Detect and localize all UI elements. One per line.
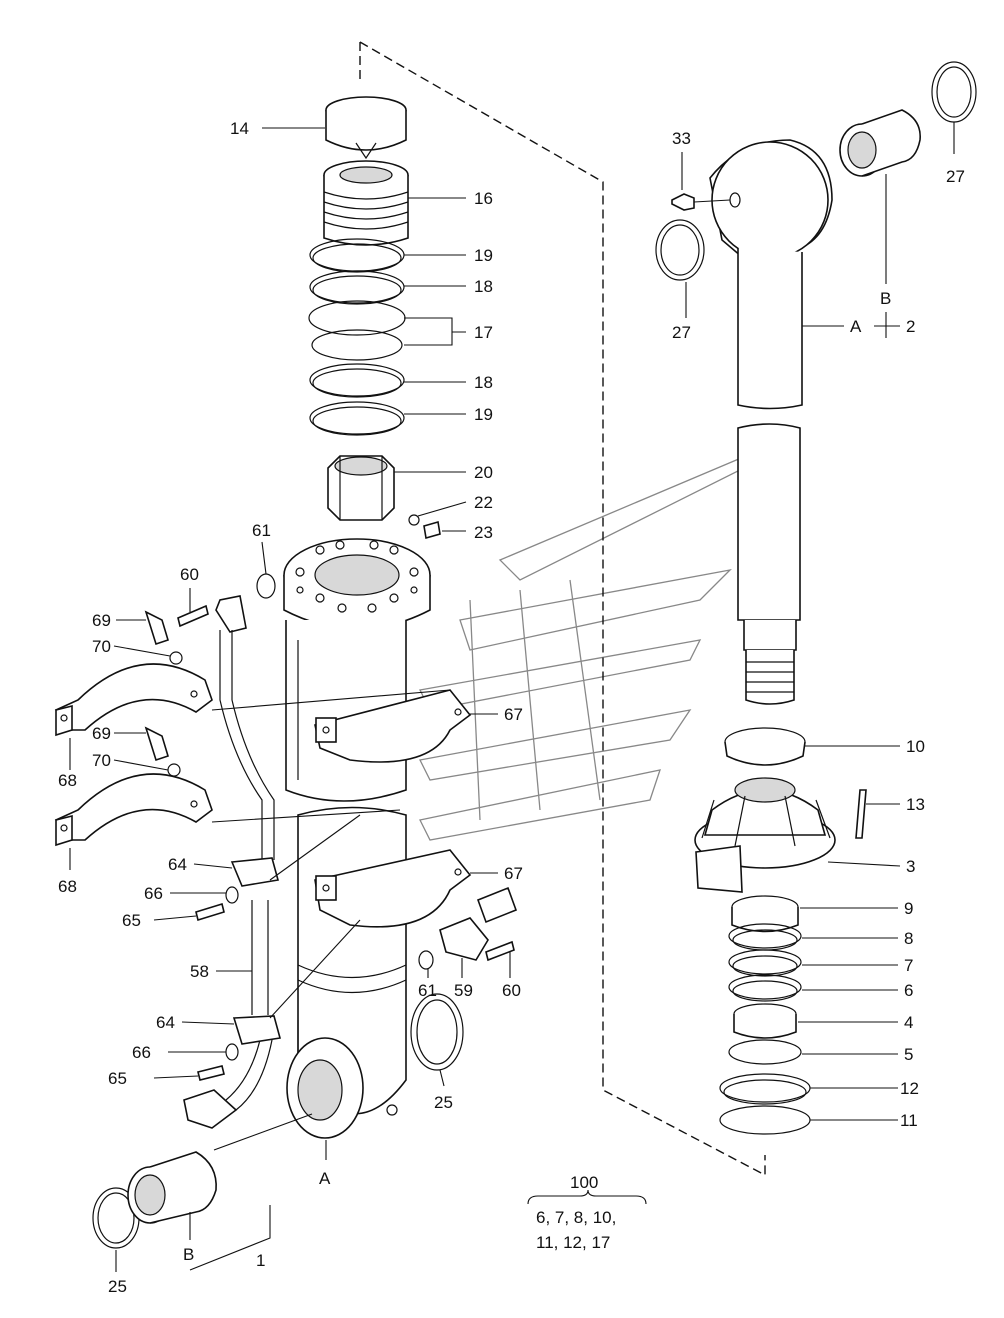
callout-64: 64 bbox=[168, 855, 187, 874]
letter-b-upper: B bbox=[880, 289, 891, 308]
callout-70: 70 bbox=[92, 637, 111, 656]
callout-6: 6 bbox=[904, 981, 913, 1000]
callout-25: 25 bbox=[434, 1093, 453, 1112]
hydraulic-piping bbox=[144, 573, 518, 1129]
bushing-bottom bbox=[127, 1113, 313, 1224]
callout-67: 67 bbox=[504, 864, 523, 883]
callout-69: 69 bbox=[92, 611, 111, 630]
callout-17: 17 bbox=[474, 323, 493, 342]
callout-18: 18 bbox=[474, 277, 493, 296]
callout-19: 19 bbox=[474, 405, 493, 424]
kit-line-1: 6, 7, 8, 10, bbox=[536, 1208, 616, 1227]
piston-rod bbox=[671, 139, 833, 705]
callout-11: 11 bbox=[900, 1111, 918, 1130]
callout-70: 70 bbox=[92, 751, 111, 770]
callout-67: 67 bbox=[504, 705, 523, 724]
callout-4: 4 bbox=[904, 1013, 913, 1032]
leader-lines bbox=[69, 122, 955, 1272]
rod-bushing-seals bbox=[655, 61, 977, 281]
callout-61: 61 bbox=[252, 521, 271, 540]
reference-letters: A B A B bbox=[183, 289, 891, 1264]
callout-10: 10 bbox=[906, 737, 925, 756]
callout-9: 9 bbox=[904, 899, 913, 918]
gland-parts bbox=[694, 727, 867, 1135]
callout-7: 7 bbox=[904, 956, 913, 975]
piston-stack bbox=[308, 96, 441, 540]
kit-number: 100 bbox=[570, 1173, 598, 1192]
callout-66: 66 bbox=[144, 884, 163, 903]
callout-2: 2 bbox=[906, 317, 915, 336]
kit-line-2: 11, 12, 17 bbox=[536, 1233, 610, 1252]
clamp-assemblies bbox=[54, 663, 472, 928]
callout-23: 23 bbox=[474, 523, 493, 542]
assembly-line-left bbox=[359, 41, 766, 1177]
callout-12: 12 bbox=[900, 1079, 919, 1098]
callout-64: 64 bbox=[156, 1013, 175, 1032]
callout-14: 14 bbox=[230, 119, 249, 138]
callout-65: 65 bbox=[122, 911, 141, 930]
callout-18: 18 bbox=[474, 373, 493, 392]
callout-59: 59 bbox=[454, 981, 473, 1000]
callout-19: 19 bbox=[474, 246, 493, 265]
letter-b-lower: B bbox=[183, 1245, 194, 1264]
callout-25: 25 bbox=[108, 1277, 127, 1296]
callout-68: 68 bbox=[58, 771, 77, 790]
watermark-logo bbox=[419, 449, 761, 841]
callout-60: 60 bbox=[502, 981, 521, 1000]
callout-5: 5 bbox=[904, 1045, 913, 1064]
callout-69: 69 bbox=[92, 724, 111, 743]
callout-61: 61 bbox=[418, 981, 437, 1000]
callout-60: 60 bbox=[180, 565, 199, 584]
callout-13: 13 bbox=[906, 795, 925, 814]
callout-65: 65 bbox=[108, 1069, 127, 1088]
seal-kit-note: 100 6, 7, 8, 10, 11, 12, 17 bbox=[536, 1173, 616, 1252]
callout-20: 20 bbox=[474, 463, 493, 482]
callout-3: 3 bbox=[906, 857, 915, 876]
callout-58: 58 bbox=[190, 962, 209, 981]
callout-1: 1 bbox=[256, 1251, 265, 1270]
callout-27: 27 bbox=[946, 167, 965, 186]
callout-numbers: 14 16 19 18 17 18 19 20 22 23 61 60 69 7… bbox=[58, 119, 965, 1296]
letter-a-lower: A bbox=[319, 1169, 331, 1188]
callout-22: 22 bbox=[474, 493, 493, 512]
callout-66: 66 bbox=[132, 1043, 151, 1062]
callout-16: 16 bbox=[474, 189, 493, 208]
callout-8: 8 bbox=[904, 929, 913, 948]
cylinder-tube bbox=[283, 538, 431, 1139]
callout-68: 68 bbox=[58, 877, 77, 896]
callout-27: 27 bbox=[672, 323, 691, 342]
callout-33: 33 bbox=[672, 129, 691, 148]
letter-a-upper: A bbox=[850, 317, 862, 336]
